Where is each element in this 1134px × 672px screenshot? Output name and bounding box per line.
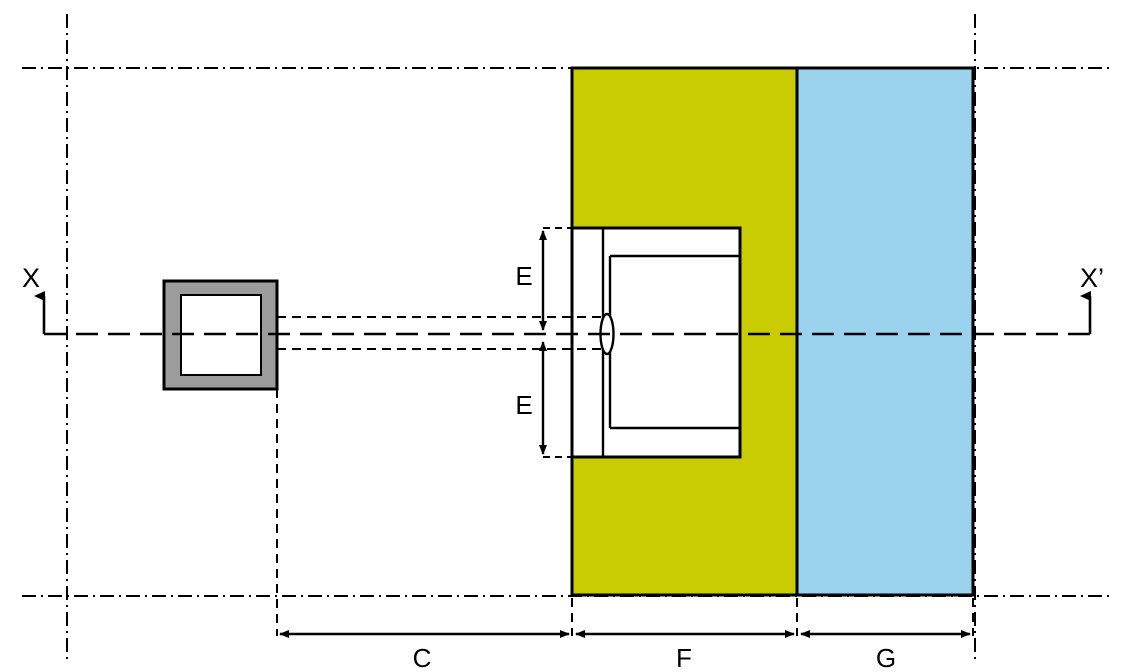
dimension-e-lower-label: E [515, 390, 532, 420]
projection-lines [276, 227, 974, 636]
section-label-x-prime: X’ [1080, 263, 1104, 293]
blue-body-block [795, 66, 975, 597]
dimension-e-upper-label: E [515, 261, 532, 291]
datum-lines [22, 14, 1112, 660]
dimension-e-group: E E [515, 230, 547, 455]
inner-cavity [570, 226, 742, 459]
body-blocks [570, 66, 975, 597]
dimension-c-label: C [413, 643, 432, 672]
section-label-x: X [22, 263, 40, 293]
inner-cavity-group [570, 226, 742, 459]
dimension-g-label: G [876, 643, 896, 672]
dimension-f-label: F [676, 643, 692, 672]
section-axis-x: X X’ [22, 263, 1104, 336]
dimension-cfg-group: C F G [279, 630, 971, 672]
